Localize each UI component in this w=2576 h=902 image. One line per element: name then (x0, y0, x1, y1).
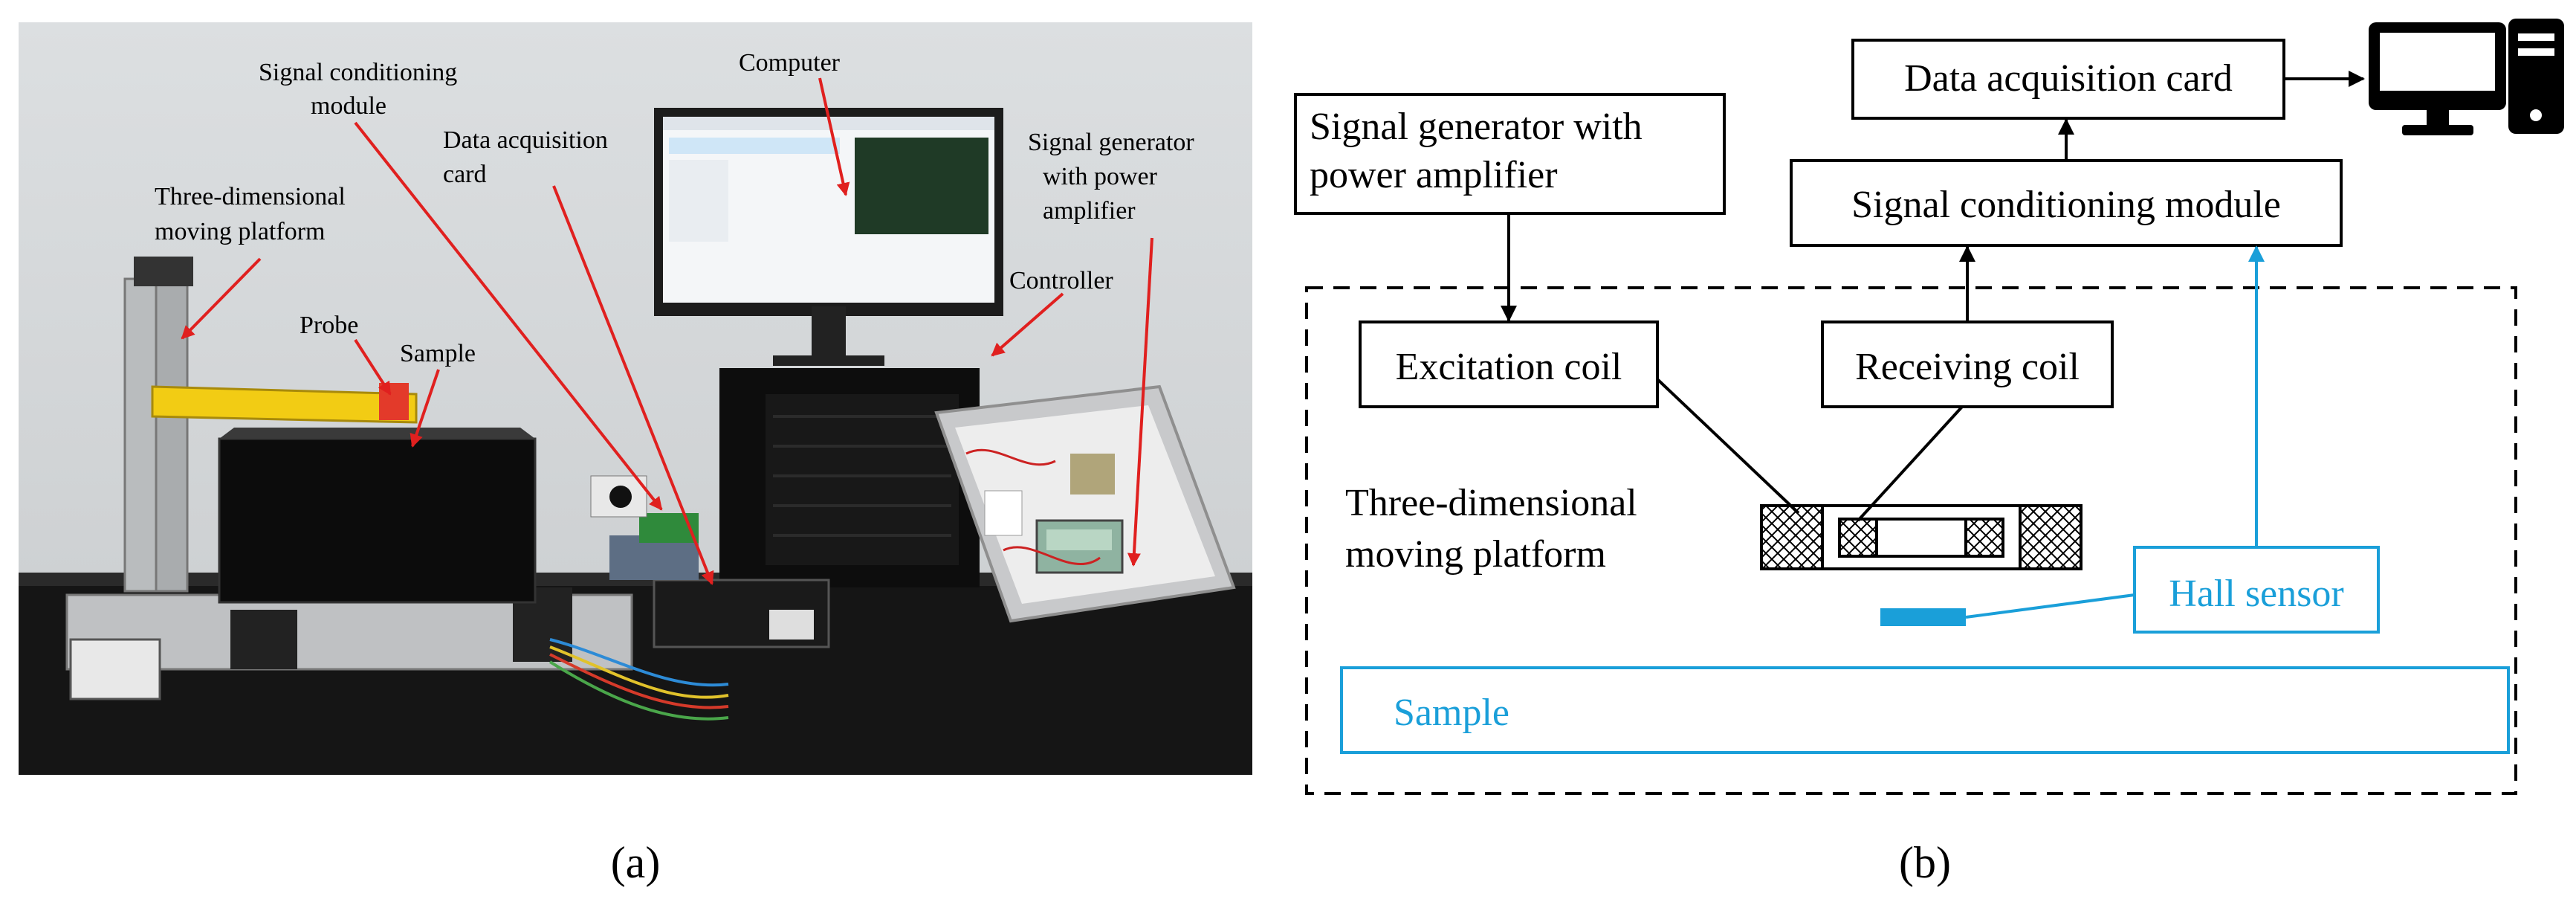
computer-tower-icon (2508, 19, 2564, 134)
label-signal-generator: Signal generator with power amplifier (1028, 129, 1200, 225)
moving-platform (65, 257, 633, 700)
hall-sensor-label: Hall sensor (2169, 573, 2343, 615)
hall-sensor-element (1880, 608, 1966, 626)
label-probe: Probe (300, 312, 358, 339)
excitation-coil-label: Excitation coil (1396, 346, 1622, 388)
sample-label: Sample (1394, 692, 1509, 734)
controller-cabinet (719, 368, 980, 587)
label-data-acquisition: Data acquisition card (443, 126, 614, 188)
data-acquisition-box (1851, 39, 2285, 120)
probe-coil-cross-section (1760, 504, 2083, 570)
connectors (1501, 71, 2365, 522)
receiving-coil-label: Receiving coil (1855, 346, 2080, 388)
label-controller: Controller (1009, 267, 1113, 294)
signal-generator-box-b (1294, 93, 1726, 215)
caption-a: (a) (611, 838, 661, 887)
label-three-dimensional: Three-dimensional moving platform (155, 183, 352, 245)
signal-conditioning-label: Signal conditioning module (1851, 184, 2281, 226)
platform-boundary (1305, 286, 2517, 795)
monitor-icon (2369, 22, 2506, 135)
sample-box (1340, 666, 2510, 754)
signal-generator-label: Signal generator with power amplifier (1310, 106, 1652, 196)
label-sample: Sample (400, 340, 476, 367)
caption-b: (b) (1899, 838, 1951, 887)
platform-label: Three-dimensional moving platform (1345, 482, 1647, 576)
label-signal-conditioning: Signal conditioning module (259, 59, 464, 120)
cables (548, 638, 729, 721)
signal-generator-box (934, 384, 1236, 623)
sample-block (218, 437, 537, 604)
label-computer: Computer (739, 49, 841, 77)
data-acquisition-card (590, 475, 830, 648)
excitation-coil-box (1359, 320, 1659, 408)
pointer-arrows (181, 77, 1153, 585)
photo-labels: Signal conditioning module Data acquisit… (155, 49, 1200, 367)
panel-b-schematic: Data acquisition card Signal generator w… (1294, 19, 2564, 887)
panel-a-photo: Signal conditioning module Data acquisit… (19, 22, 1252, 887)
data-acquisition-label: Data acquisition card (1904, 57, 2233, 100)
